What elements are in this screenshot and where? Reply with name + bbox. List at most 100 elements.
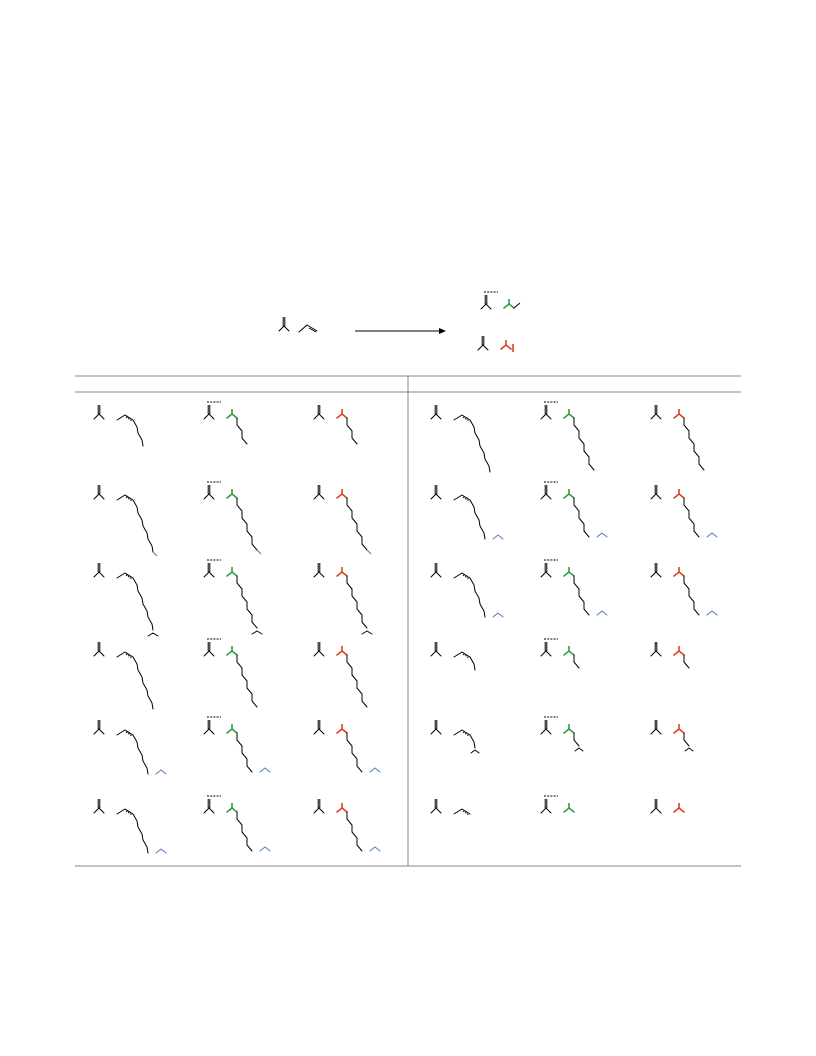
table-row	[93, 638, 368, 710]
branched-product-glyph	[313, 563, 373, 635]
reagent-glyph	[650, 485, 662, 500]
reagent-glyph	[430, 563, 442, 578]
reagent-glyph	[313, 799, 325, 814]
branched-product-glyph	[650, 799, 685, 814]
substituent	[366, 549, 372, 555]
reagent-glyph	[93, 563, 105, 578]
reagent-glyph	[430, 720, 442, 735]
reagent-glyph	[203, 485, 215, 500]
table-row	[430, 638, 690, 671]
reagent-glyph	[540, 563, 552, 578]
reagent-glyph	[650, 720, 662, 735]
linear-product-glyph	[203, 638, 258, 708]
substrate-glyph	[430, 485, 504, 540]
reagent-glyph	[540, 799, 552, 814]
substrate-glyph	[93, 642, 154, 710]
branched-product-glyph	[313, 720, 381, 773]
reagent-glyph	[650, 405, 662, 420]
branched-product-glyph	[650, 485, 718, 538]
substrate-glyph	[93, 563, 159, 637]
substituent	[147, 632, 159, 637]
substrate-glyph	[430, 799, 471, 816]
linear-product-glyph	[540, 716, 584, 752]
reaction-arrow-head	[439, 328, 446, 334]
substrate-glyph	[93, 405, 144, 447]
reagent-glyph	[93, 799, 105, 814]
substituent-group	[492, 612, 504, 618]
linear-product-glyph	[540, 481, 608, 538]
table-row	[430, 401, 705, 473]
reagent-glyph	[430, 642, 442, 657]
substituent	[684, 747, 694, 752]
results-table	[75, 375, 741, 867]
reagent-glyph	[93, 485, 105, 500]
reagent-glyph	[540, 720, 552, 735]
substrate-glyph	[430, 642, 476, 671]
reagent-glyph	[313, 720, 325, 735]
reagent-glyph	[540, 485, 552, 500]
reagent-glyph	[650, 642, 662, 657]
branched-product-glyph	[313, 485, 372, 555]
table-row	[430, 795, 685, 816]
linear-product-glyph	[540, 638, 580, 669]
branched-product-glyph	[477, 336, 512, 351]
linear-product-glyph	[203, 795, 271, 852]
substrate-glyph	[93, 485, 158, 557]
reagent-glyph	[480, 295, 492, 310]
table-row	[430, 716, 694, 754]
table-panel	[93, 401, 381, 854]
substrate-glyph	[430, 405, 491, 473]
reagent-glyph	[278, 317, 290, 332]
reagent-glyph	[203, 405, 215, 420]
reagent-glyph	[477, 336, 489, 351]
reagent-glyph	[650, 563, 662, 578]
substituent-group	[259, 846, 271, 852]
substituent-group	[706, 532, 718, 538]
table-row	[93, 559, 373, 637]
substituent-group	[369, 767, 381, 773]
table-row	[430, 481, 718, 540]
reagent-glyph	[203, 799, 215, 814]
reagent-glyph	[93, 642, 105, 657]
branched-product-glyph	[313, 405, 358, 445]
reagent-glyph	[540, 642, 552, 657]
reagent-glyph	[203, 720, 215, 735]
reagent-glyph	[203, 563, 215, 578]
linear-product-glyph	[203, 401, 248, 445]
substituent-group	[155, 848, 167, 854]
table-row	[93, 401, 358, 447]
branched-product-glyph	[650, 720, 694, 752]
table-row	[430, 559, 718, 618]
substituent-group	[369, 846, 381, 852]
substituent-group	[706, 610, 718, 616]
substituent-group	[596, 610, 608, 616]
reagent-glyph	[313, 563, 325, 578]
table-panel	[430, 401, 718, 816]
linear-product-glyph	[540, 401, 595, 471]
linear-product-glyph	[203, 559, 263, 635]
linear-product-glyph	[540, 559, 608, 616]
substituent	[361, 630, 373, 635]
table-row	[93, 795, 381, 854]
reaction-scheme	[278, 291, 521, 352]
reagent-glyph	[313, 405, 325, 420]
branched-product-glyph	[650, 642, 690, 669]
substituent-group	[492, 534, 504, 540]
substituent	[256, 549, 262, 555]
substituent	[251, 630, 263, 635]
alkene-reactant	[298, 324, 318, 333]
reagent-glyph	[313, 485, 325, 500]
table-row	[93, 716, 381, 775]
reagent-glyph	[540, 405, 552, 420]
substituent	[574, 747, 584, 752]
substrate-glyph	[430, 563, 504, 618]
substituent	[152, 551, 158, 557]
branched-product-glyph	[313, 642, 368, 708]
reagent-glyph	[93, 405, 105, 420]
linear-product-glyph	[203, 716, 271, 773]
substituent-group	[155, 769, 167, 775]
linear-product-glyph	[540, 795, 575, 814]
substrate-glyph	[93, 799, 167, 854]
reagent-glyph	[93, 720, 105, 735]
